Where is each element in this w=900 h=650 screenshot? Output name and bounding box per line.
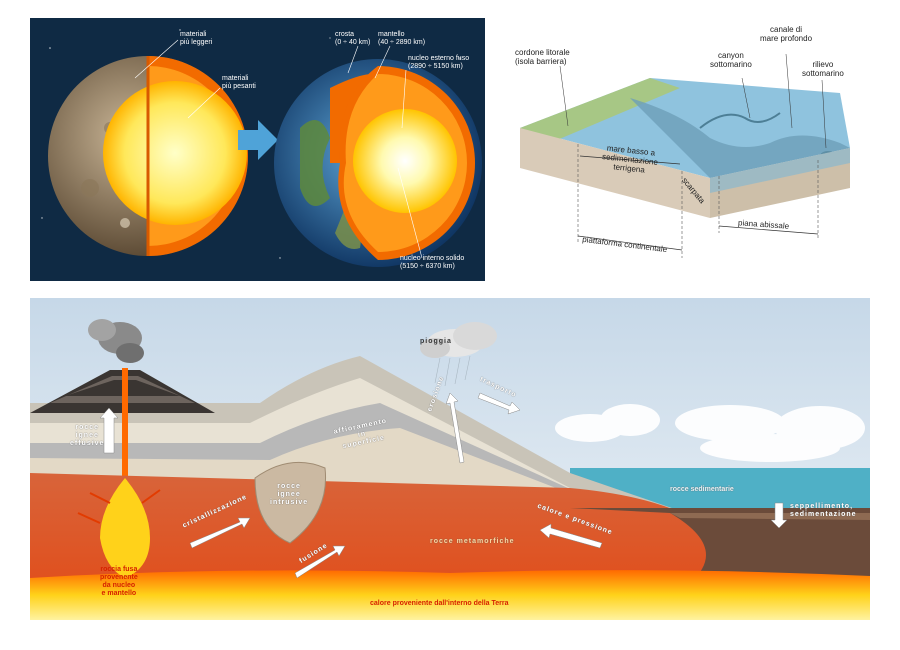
- ocean-floor-panel: cordone litorale (isola barriera) canyon…: [510, 18, 870, 278]
- earth-cutaway: [274, 59, 482, 267]
- label-shallow-sea: mare basso a sedimentazione terrigena: [601, 143, 659, 175]
- label-barrier-island: cordone litorale (isola barriera): [515, 48, 570, 66]
- label-submarine-relief: rilievo sottomarino: [802, 60, 844, 78]
- rain-cloud: [420, 322, 497, 387]
- label-outer-core: nucleo esterno fuso (2890 ÷ 5150 km): [408, 55, 470, 70]
- process-arrows: [99, 392, 788, 579]
- label-intrusive-rocks: rocce ignee intrusive: [270, 483, 309, 506]
- coastal-land: [520, 78, 680, 143]
- clouds: [555, 404, 865, 462]
- magma-layer: [30, 570, 870, 620]
- earth-structure-panel: materiali più leggeri materiali più pesa…: [30, 18, 485, 281]
- dashed-guides: [577, 144, 819, 258]
- metamorphic-zone: [30, 473, 724, 583]
- dimension-arrows: [577, 155, 819, 251]
- rock-cycle-panel: pioggia erosione trasporto affioramento …: [30, 298, 870, 620]
- magma-chamber: [100, 478, 150, 578]
- rock-cycle-illustration: [30, 298, 870, 620]
- label-heavy-materials: materiali più pesanti: [222, 75, 256, 90]
- label-light-materials: materiali più leggeri: [180, 31, 213, 46]
- transition-arrow: [238, 120, 278, 160]
- label-submarine-canyon: canyon sottomarino: [710, 51, 752, 69]
- primitive-planet: [48, 56, 248, 256]
- label-deep-sea-channel: canale di mare profondo: [760, 25, 813, 43]
- label-sedimentary-rocks: rocce sedimentarie: [670, 486, 734, 493]
- label-internal-heat: calore proveniente dall'interno della Te…: [370, 600, 509, 607]
- label-molten-rock: roccia fusa provenente da nucleo e mante…: [100, 566, 138, 597]
- label-mantle: mantello (40 ÷ 2890 km): [378, 31, 426, 46]
- label-burial: seppellimento, sedimentazione: [790, 503, 857, 518]
- volcano: [30, 319, 215, 478]
- stars: [41, 29, 461, 259]
- leader-lines: [134, 39, 423, 259]
- sediment-front: [520, 128, 710, 218]
- label-effusive-rocks: rocce ignee effusive: [70, 424, 105, 447]
- label-metamorphic-rocks: rocce metamorfiche: [430, 538, 515, 545]
- sediment-layer: [570, 508, 870, 583]
- earth-structure-illustration: [41, 29, 482, 267]
- label-rain: pioggia: [420, 338, 452, 345]
- label-inner-core: nucleo interno solido (5150 ÷ 6370 km): [400, 255, 465, 270]
- label-crust: crosta (0 ÷ 40 km): [335, 31, 371, 46]
- ocean-floor-illustration: [520, 53, 850, 258]
- intrusive-rock: [254, 461, 327, 544]
